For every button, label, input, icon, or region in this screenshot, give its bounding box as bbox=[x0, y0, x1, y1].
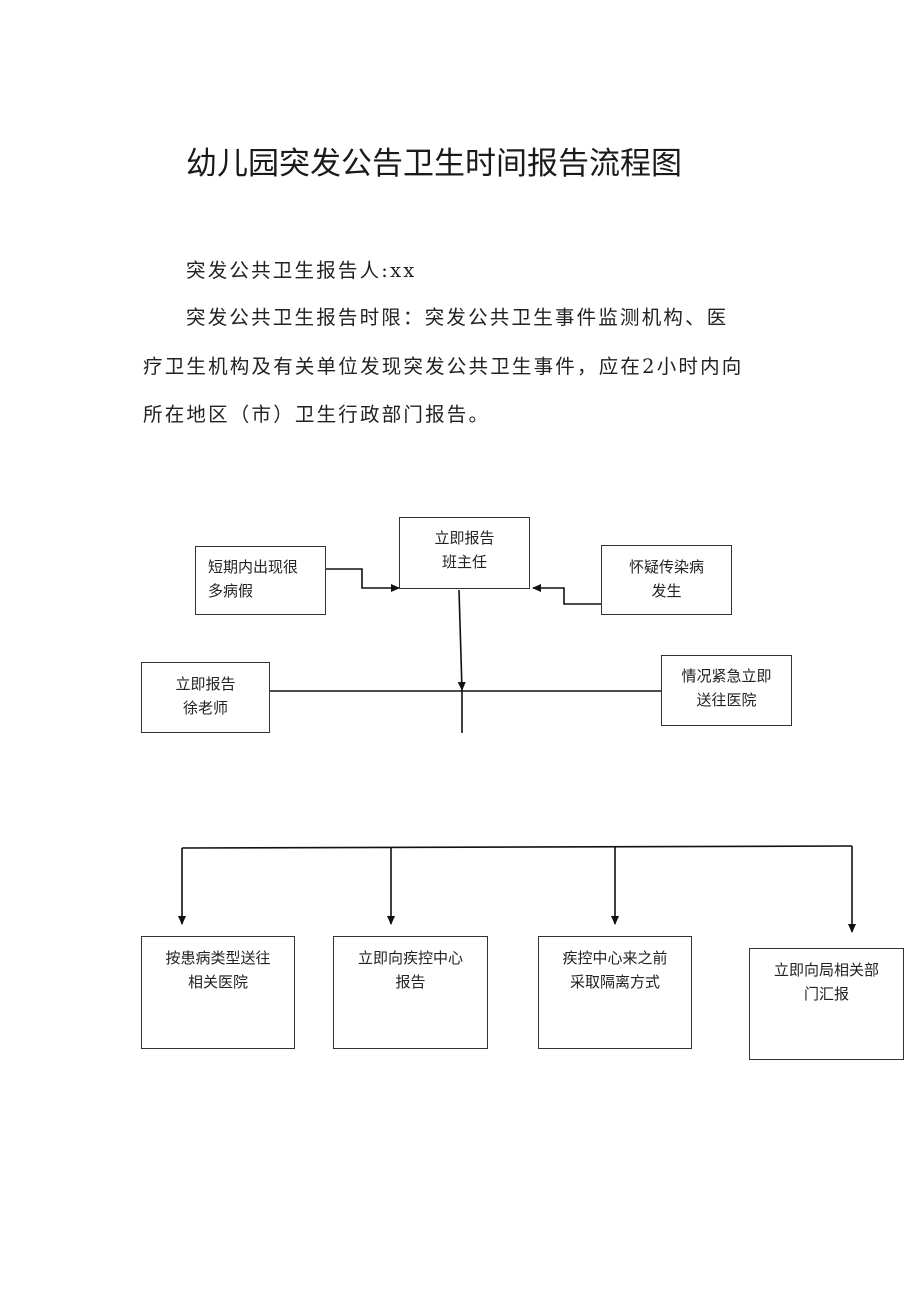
box-outcome-report-cdc: 立即向疾控中心 报告 bbox=[333, 936, 488, 1049]
box-outcome-hospital-by-type: 按患病类型送往 相关医院 bbox=[141, 936, 295, 1049]
arrow-right-trigger-to-top bbox=[532, 584, 601, 605]
box-report-head-teacher: 立即报告 班主任 bbox=[399, 517, 530, 589]
arrow-left-trigger-to-top bbox=[326, 568, 400, 592]
box-outcome-report-bureau: 立即向局相关部 门汇报 bbox=[749, 948, 904, 1060]
box-suspected-infection: 怀疑传染病 发生 bbox=[601, 545, 732, 615]
line-distribution-bar bbox=[181, 845, 853, 849]
time-limit-line-1: 突发公共卫生报告时限：突发公共卫生事件监测机构、医 bbox=[186, 306, 729, 329]
arrow-top-down bbox=[457, 589, 466, 691]
document-title: 幼儿园突发公告卫生时间报告流程图 bbox=[186, 146, 682, 182]
time-limit-line-2: 疗卫生机构及有关单位发现突发公共卫生事件，应在2小时内向 bbox=[143, 355, 744, 378]
reporter-line: 突发公共卫生报告人:xx bbox=[186, 259, 417, 282]
box-report-teacher-xu: 立即报告 徐老师 bbox=[141, 662, 270, 733]
box-outcome-isolation: 疾控中心来之前 采取隔离方式 bbox=[538, 936, 692, 1049]
time-limit-line-3: 所在地区（市）卫生行政部门报告。 bbox=[143, 403, 491, 426]
box-send-to-hospital: 情况紧急立即 送往医院 bbox=[661, 655, 792, 726]
box-many-sick-leaves: 短期内出现很 多病假 bbox=[195, 546, 326, 615]
